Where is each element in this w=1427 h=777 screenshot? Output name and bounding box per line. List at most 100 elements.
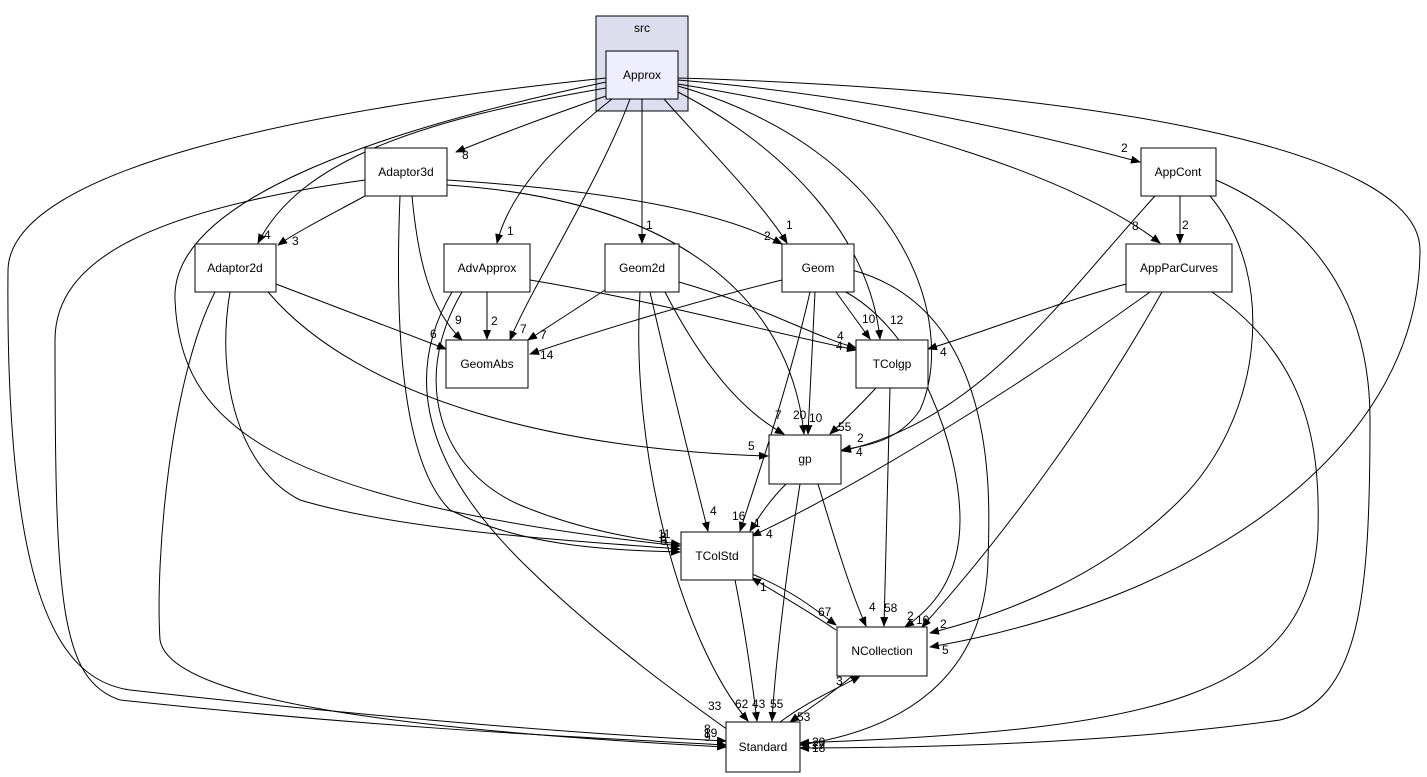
edge-count-appparcurves-tcolgp: 4 — [940, 345, 947, 359]
node-standard[interactable]: Standard — [725, 721, 801, 773]
node-appcont-box — [1140, 147, 1217, 197]
edge-approx-standard — [7, 77, 727, 745]
edge-appparcurves-tcolgp — [927, 283, 1127, 351]
edge-approx-advapprox — [495, 98, 613, 244]
edge-count-geom-gp: 10 — [809, 411, 823, 425]
node-adaptor3d-label: Adaptor3d — [378, 165, 433, 179]
edge-count-geom-tcolstd: 16 — [732, 509, 746, 523]
node-geom-box — [781, 243, 855, 293]
edge-count-adaptor3d-tcolstd: 6 — [660, 534, 667, 548]
edge-count-approx-advapprox: 1 — [507, 224, 514, 238]
node-geom2d[interactable]: Geom2d — [604, 243, 680, 293]
edge-geom-gp — [804, 291, 816, 435]
edge-count-geom-tcolgp: 10 — [862, 312, 876, 326]
cluster-src-label: src — [634, 21, 650, 35]
node-approx[interactable]: Approx — [605, 50, 679, 100]
edge-geom2d-tcolstd — [649, 291, 710, 532]
node-approx-box — [605, 50, 679, 100]
node-standard-box — [725, 721, 801, 773]
edge-count-adaptor3d-geom: 2 — [764, 229, 771, 243]
node-gp-box — [768, 434, 842, 485]
edge-approx-geom — [663, 98, 788, 244]
edge-count-approx-adaptor3d: 8 — [462, 148, 469, 162]
edge-adaptor3d-adaptor2d — [277, 195, 366, 246]
edge-geom-ncollection — [841, 289, 961, 628]
edge-count-adaptor3d-gp: 20 — [793, 408, 807, 422]
edge-geom-geomabs — [529, 279, 783, 355]
edge-count-geom-geomabs: 14 — [540, 348, 554, 362]
edge-count-appparcurves-ncollection: 10 — [916, 613, 930, 627]
node-appcont[interactable]: AppCont — [1140, 147, 1217, 197]
edge-approx-gp — [677, 85, 932, 453]
node-adaptor3d-box — [364, 147, 448, 197]
edge-count-geom-ncollection: 2 — [907, 609, 914, 623]
node-adaptor3d[interactable]: Adaptor3d — [364, 147, 448, 197]
edge-geom2d-geomabs — [527, 289, 606, 341]
edge-count-approx-geom: 1 — [786, 218, 793, 232]
edge-count-approx-gp: 2 — [857, 431, 864, 445]
node-ncollection[interactable]: NCollection — [836, 626, 928, 677]
edge-approx-appparcurves — [677, 83, 1161, 244]
edge-adaptor3d-geomabs — [411, 195, 463, 341]
node-appparcurves-box — [1125, 243, 1233, 293]
edge-tcolstd-ncollection — [751, 573, 837, 626]
edge-count-adaptor2d-gp: 5 — [748, 439, 755, 453]
edge-count-adaptor3d-geomabs: 9 — [455, 313, 462, 327]
edge-approx-ncollection — [677, 77, 1421, 650]
edge-count-appcont-ncollection: 2 — [940, 617, 947, 631]
edge-gp-ncollection — [817, 483, 867, 627]
edge-count-advapprox-standard: 33 — [708, 699, 722, 713]
edge-adaptor2d-standard — [158, 291, 727, 751]
node-advapprox-label: AdvApprox — [458, 261, 517, 275]
node-adaptor2d[interactable]: Adaptor2d — [194, 243, 277, 293]
node-advapprox[interactable]: AdvApprox — [443, 243, 531, 293]
node-adaptor2d-box — [194, 243, 277, 293]
edge-count-geom2d-tcolgp: 4 — [836, 339, 843, 353]
node-appcont-label: AppCont — [1155, 165, 1202, 179]
edge-appcont-standard — [799, 179, 1371, 752]
edge-approx-adaptor3d — [455, 95, 607, 153]
edge-appcont-ncollection — [929, 195, 1254, 635]
node-tcolgp[interactable]: TColgp — [855, 339, 929, 389]
node-gp[interactable]: gp — [768, 434, 842, 485]
edge-geom-standard — [799, 269, 990, 748]
edge-count-adaptor2d-standard: 8 — [704, 722, 711, 736]
edge-adaptor2d-tcolstd — [225, 291, 681, 553]
node-geom[interactable]: Geom — [781, 243, 855, 293]
node-tcolstd-label: TColStd — [695, 549, 738, 563]
edge-approx-appcont — [677, 79, 1141, 164]
edge-count-approx-tcolgp: 12 — [890, 313, 904, 327]
node-tcolstd[interactable]: TColStd — [680, 531, 754, 581]
edge-count-approx-geomabs: 7 — [520, 322, 527, 336]
node-geom2d-label: Geom2d — [619, 261, 665, 275]
edge-count-gp-tcolstd: 1 — [754, 516, 761, 530]
node-appparcurves[interactable]: AppParCurves — [1125, 243, 1233, 293]
node-geomabs[interactable]: GeomAbs — [445, 339, 529, 389]
edge-count-approx-geom2d: 1 — [646, 218, 653, 232]
node-tcolstd-box — [680, 531, 754, 581]
edge-tcolgp-ncollection — [880, 387, 891, 627]
edge-count-geom2d-tcolstd: 4 — [710, 504, 717, 518]
edge-adaptor3d-standard — [54, 179, 727, 749]
node-tcolgp-box — [855, 339, 929, 389]
edge-approx-tcolstd — [174, 81, 681, 549]
edge-appparcurves-standard — [799, 291, 1319, 747]
node-geomabs-label: GeomAbs — [460, 357, 513, 371]
edge-appcont-gp — [841, 195, 1156, 453]
edge-count-advapprox-geomabs: 2 — [491, 314, 498, 328]
edge-count-gp-standard: 55 — [770, 697, 784, 711]
edge-appparcurves-ncollection — [921, 291, 1163, 628]
edge-count-geom2d-geomabs: 7 — [540, 328, 547, 342]
node-geom2d-box — [604, 243, 680, 293]
edge-count-appcont-appparcurves: 2 — [1182, 218, 1189, 232]
edge-count-ncollection-tcolstd: 1 — [760, 580, 767, 594]
edge-count-geom2d-gp: 7 — [775, 408, 782, 422]
edge-gp-standard — [768, 483, 801, 722]
node-ncollection-label: NCollection — [851, 644, 912, 658]
edge-adaptor3d-geom — [446, 179, 783, 245]
edge-ncollection-tcolstd — [751, 577, 837, 631]
edge-count-adaptor2d-tcolstd: 8 — [660, 530, 667, 544]
edge-advapprox-tcolstd — [435, 291, 681, 548]
edge-geom2d-gp — [664, 291, 785, 435]
edge-count-approx-standard: 19 — [704, 726, 718, 740]
